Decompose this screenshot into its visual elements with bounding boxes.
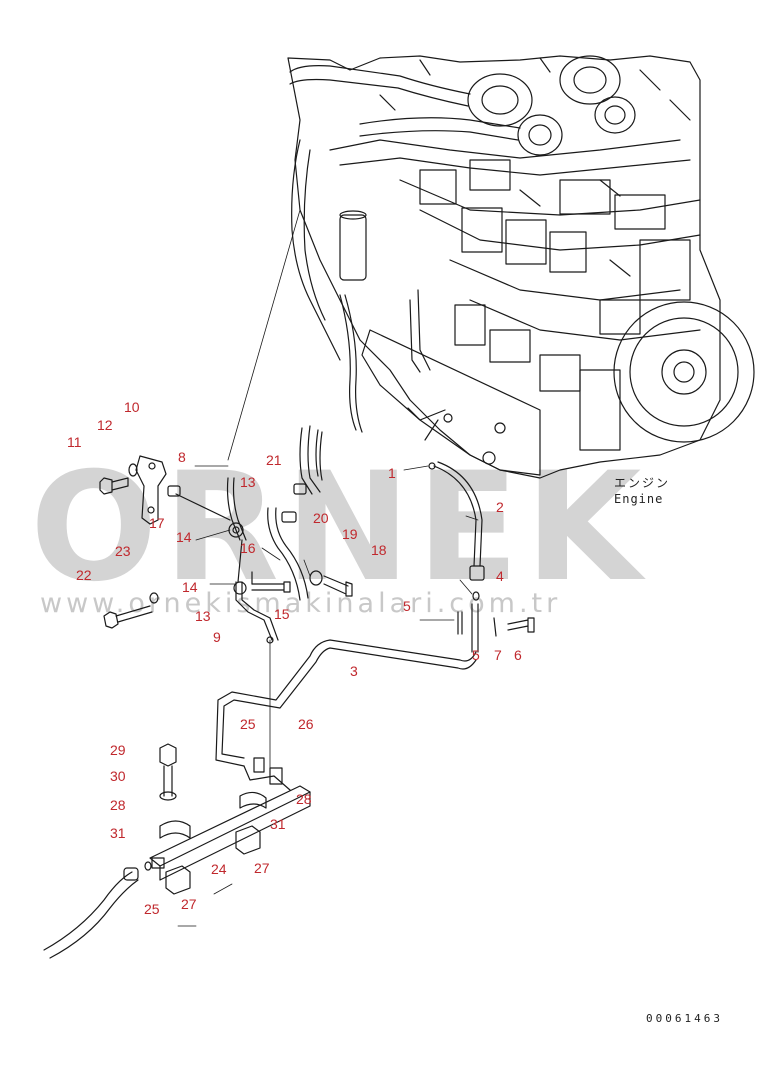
callout-6[interactable]: 6 xyxy=(514,647,522,663)
oil-tube-assembly xyxy=(428,461,535,653)
callout-18[interactable]: 18 xyxy=(371,542,387,558)
callout-23[interactable]: 23 xyxy=(115,543,131,559)
callout-21[interactable]: 21 xyxy=(266,452,282,468)
callout-25a[interactable]: 25 xyxy=(240,716,256,732)
callout-19[interactable]: 19 xyxy=(342,526,358,542)
callout-13a[interactable]: 13 xyxy=(240,474,256,490)
callout-20[interactable]: 20 xyxy=(313,510,329,526)
callout-28b[interactable]: 28 xyxy=(110,797,126,813)
engine-label-jp: エンジン xyxy=(614,476,671,490)
callout-4[interactable]: 4 xyxy=(496,568,504,584)
callout-28a[interactable]: 28 xyxy=(296,791,312,807)
callout-30[interactable]: 30 xyxy=(110,768,126,784)
callout-9[interactable]: 9 xyxy=(213,629,221,645)
callout-1[interactable]: 1 xyxy=(388,465,396,481)
callout-25b[interactable]: 25 xyxy=(144,901,160,917)
callout-13b[interactable]: 13 xyxy=(195,608,211,624)
callout-27b[interactable]: 27 xyxy=(181,896,197,912)
callout-31b[interactable]: 31 xyxy=(270,816,286,832)
hose-assembly xyxy=(267,425,353,601)
engine-illustration xyxy=(287,55,755,479)
callout-27a[interactable]: 27 xyxy=(254,860,270,876)
callout-2[interactable]: 2 xyxy=(496,499,504,515)
tube-3 xyxy=(215,636,477,781)
callout-26[interactable]: 26 xyxy=(298,716,314,732)
callout-14b[interactable]: 14 xyxy=(182,579,198,595)
engine-label-en: Engine xyxy=(614,492,664,506)
callout-11[interactable]: 11 xyxy=(67,434,82,450)
callout-16[interactable]: 16 xyxy=(240,540,256,556)
drawing-code: 00061463 xyxy=(646,1012,723,1025)
callout-14a[interactable]: 14 xyxy=(176,529,192,545)
callout-7[interactable]: 7 xyxy=(494,647,502,663)
bracket-assembly xyxy=(99,455,291,641)
callout-29[interactable]: 29 xyxy=(110,742,126,758)
callout-5b[interactable]: 5 xyxy=(472,647,480,663)
callout-22[interactable]: 22 xyxy=(76,567,92,583)
callout-15[interactable]: 15 xyxy=(274,606,290,622)
callout-8[interactable]: 8 xyxy=(178,449,186,465)
lower-clamp-assembly xyxy=(43,743,311,959)
callout-5a[interactable]: 5 xyxy=(403,598,411,614)
callout-31a[interactable]: 31 xyxy=(110,825,126,841)
callout-12[interactable]: 12 xyxy=(97,417,113,433)
callout-3[interactable]: 3 xyxy=(350,663,358,679)
callout-17[interactable]: 17 xyxy=(149,515,165,531)
callout-10[interactable]: 10 xyxy=(124,399,140,415)
callout-24[interactable]: 24 xyxy=(211,861,227,877)
